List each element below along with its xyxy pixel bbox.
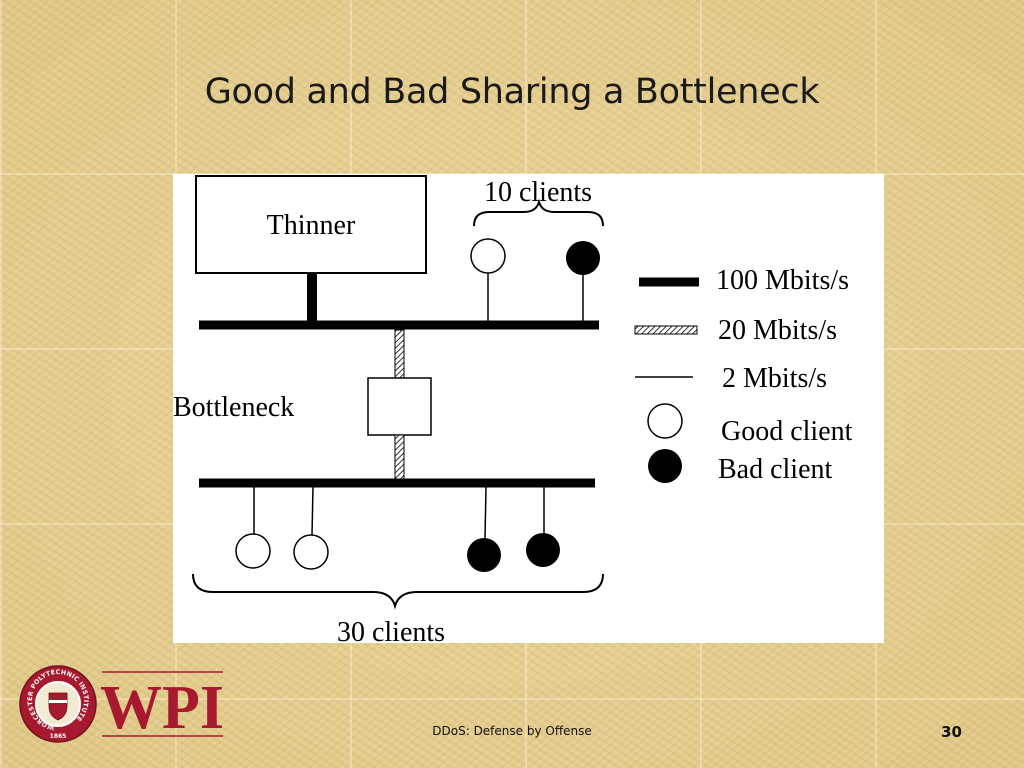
footer-text: DDoS: Defense by Offense	[432, 724, 592, 738]
thinner-label: Thinner	[267, 210, 356, 241]
legend-good-client-icon	[647, 403, 683, 439]
top-good-client	[470, 238, 506, 274]
legend: 100 Mbits/s 20 Mbits/s 2 Mbits/s Good cl…	[634, 265, 853, 485]
bottleneck-link-lower	[394, 434, 405, 482]
bottom-bad-client-2	[526, 533, 560, 567]
seal-shield-band	[49, 700, 67, 703]
legend-bad-client-icon	[648, 449, 682, 483]
wpi-logo-svg: WORCESTER POLYTECHNIC INSTITUTE 1865 WPI	[19, 665, 224, 743]
bottom-good-client-2-link	[311, 486, 314, 536]
seal-shield-icon	[48, 692, 68, 721]
page-number: 30	[941, 723, 962, 741]
bottom-clients-label: 30 clients	[337, 617, 445, 643]
wpi-logo: WORCESTER POLYTECHNIC INSTITUTE 1865 WPI	[18, 664, 228, 744]
bottleneck-label: Bottleneck	[173, 392, 294, 423]
bottleneck-link-upper	[394, 329, 405, 379]
bottom-good-client-2	[293, 534, 329, 570]
network-diagram-svg: Thinner 10 clients Bottleneck	[173, 175, 853, 643]
top-clients-label: 10 clients	[484, 177, 592, 208]
top-bad-client	[566, 241, 600, 275]
bottom-clients-brace	[192, 573, 604, 610]
legend-20-label: 20 Mbits/s	[718, 315, 837, 346]
bottom-bad-client-1	[467, 538, 501, 572]
legend-bad-client-label: Bad client	[718, 454, 833, 485]
legend-20-swatch	[634, 325, 698, 335]
network-diagram: Thinner 10 clients Bottleneck	[173, 174, 884, 643]
bottom-bad-client-1-link	[484, 486, 487, 540]
logo-wordmark: WPI	[100, 674, 224, 742]
legend-good-client-label: Good client	[721, 416, 853, 447]
legend-100-label: 100 Mbits/s	[716, 265, 849, 296]
legend-2-label: 2 Mbits/s	[722, 363, 827, 394]
top-clients-brace	[473, 198, 604, 227]
bottleneck-router	[367, 377, 432, 436]
bottom-good-client-1	[235, 533, 271, 569]
slide-title: Good and Bad Sharing a Bottleneck	[204, 72, 820, 112]
seal-year: 1865	[50, 733, 67, 740]
